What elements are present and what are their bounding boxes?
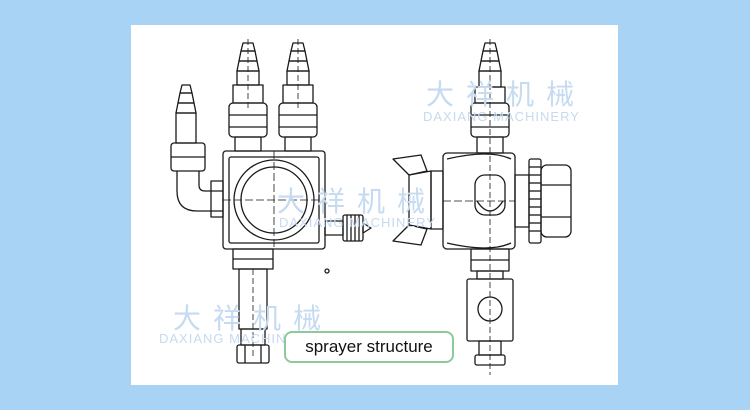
watermark-english: DAXIANG MACHINERY: [279, 215, 436, 230]
right-lower-stem: [466, 248, 514, 366]
hose-barb-left: [232, 39, 264, 109]
right-view: [392, 39, 572, 375]
caption-label: sprayer structure: [284, 331, 454, 363]
watermark-english: DAXIANG MACHINERY: [423, 109, 580, 124]
watermark-chinese: 大祥机械: [426, 78, 587, 111]
figure-panel: 大祥机械 DAXIANG MACHINERY 大祥机械 DAXIANG MACH…: [131, 25, 618, 385]
center-body: [442, 152, 516, 250]
knurled-ring: [514, 158, 572, 244]
watermark-chinese: 大祥机械: [277, 185, 438, 218]
watermark-chinese: 大祥机械: [173, 302, 334, 335]
watermark-english: DAXIANG MACHINERY: [159, 331, 316, 346]
hex-nut-left: [228, 102, 268, 152]
adjust-screw: [324, 214, 372, 242]
hose-barb-right: [282, 39, 314, 109]
elbow-fitting: [170, 142, 224, 218]
fan-nozzle: [392, 154, 444, 246]
sprayer-technical-drawing: [170, 39, 572, 375]
main-body: [222, 150, 326, 250]
left-view: [170, 39, 372, 364]
lower-stem: [232, 248, 330, 364]
side-barb: [175, 84, 197, 144]
hex-nut-right: [278, 102, 318, 152]
